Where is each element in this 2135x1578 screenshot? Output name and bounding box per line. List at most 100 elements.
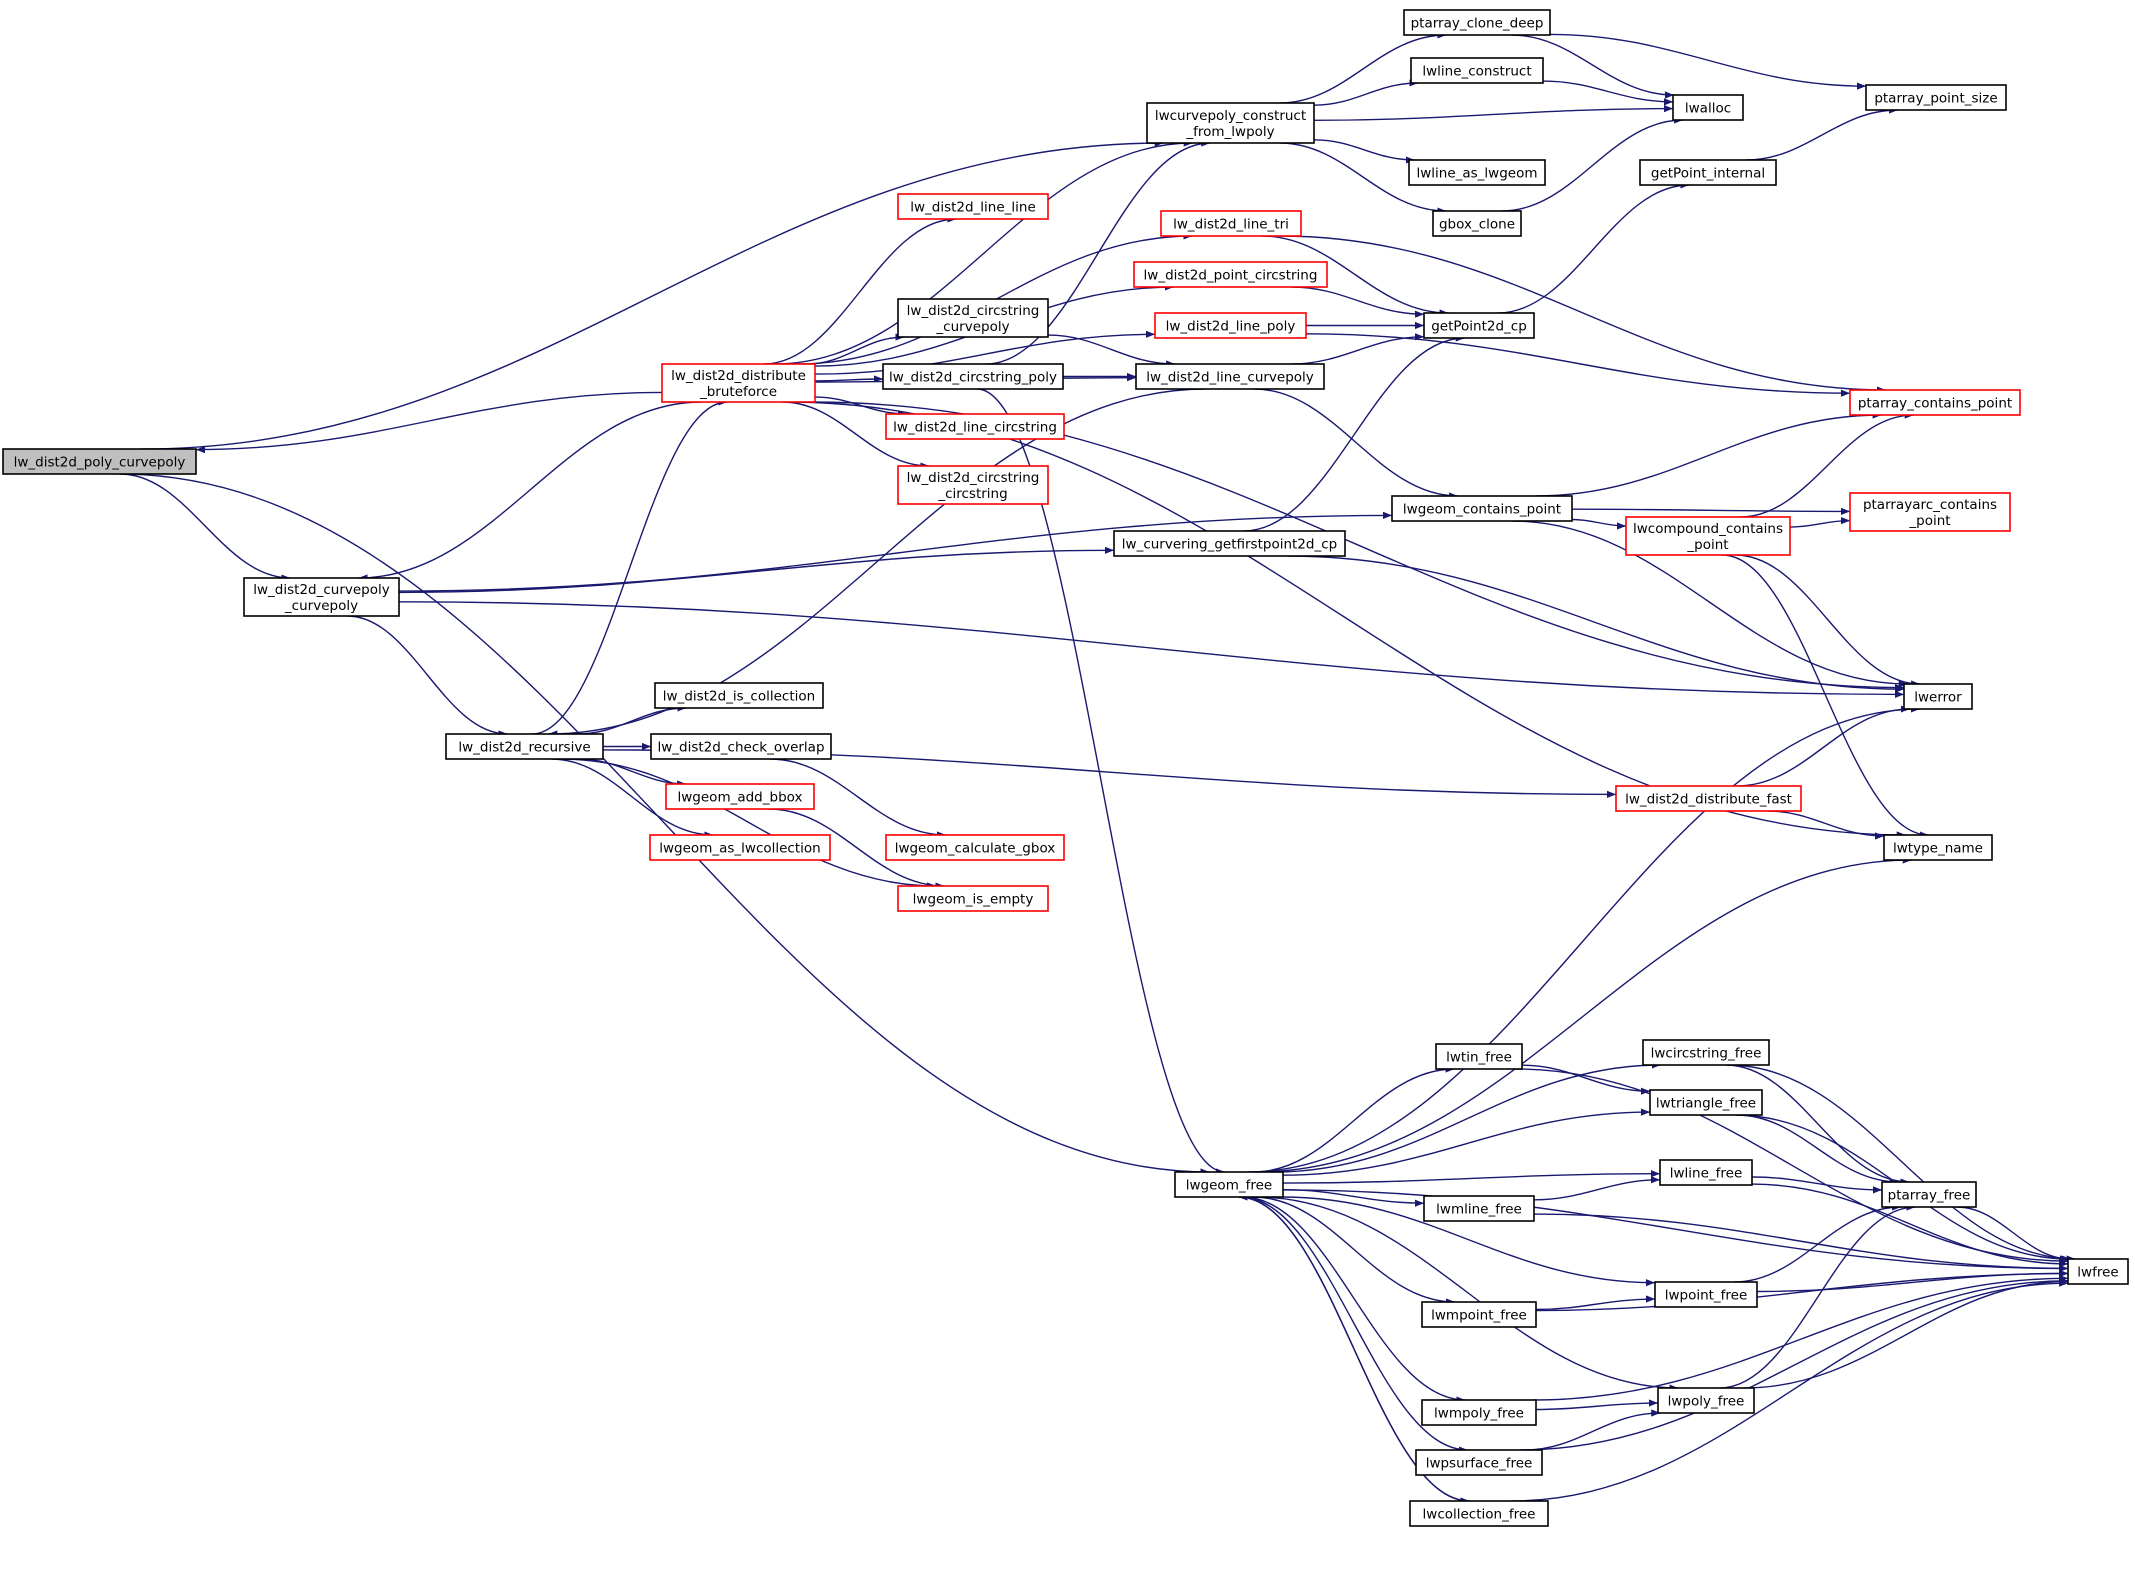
edge-add-bbox-to-is-empty	[768, 808, 945, 890]
node-point-circ[interactable]: lw_dist2d_point_circstring	[1133, 261, 1328, 288]
node-lwcollection-free[interactable]: lwcollection_free	[1409, 1500, 1549, 1527]
node-dist-brute[interactable]: lw_dist2d_distribute_bruteforce	[661, 363, 816, 403]
node-lwgeom-free[interactable]: lwgeom_free	[1174, 1171, 1284, 1198]
node-add-bbox[interactable]: lwgeom_add_bbox	[665, 783, 815, 810]
node-line-tri[interactable]: lw_dist2d_line_tri	[1160, 210, 1302, 237]
node-box	[1435, 1043, 1523, 1070]
node-lwmpoly-free[interactable]: lwmpoly_free	[1421, 1399, 1537, 1426]
edge-dist-brute-to-circ-circ	[782, 401, 930, 470]
node-circ-circ[interactable]: lw_dist2d_circstring_circstring	[897, 465, 1049, 505]
edge-lwcollection-free-to-lwfree	[1510, 1279, 2069, 1502]
edge-recursive-to-dist-brute	[531, 398, 728, 735]
node-box	[1672, 94, 1744, 121]
node-box	[1391, 495, 1573, 522]
edge-lwline-free-to-lwfree	[1751, 1183, 2069, 1268]
node-as-lwcollection[interactable]: lwgeom_as_lwcollection	[649, 834, 831, 861]
edge-lwcircstring-free-to-lwfree	[1728, 1064, 2076, 1263]
node-label: getPoint_internal	[1651, 166, 1765, 182]
edge-line-curvepoly-to-lwgeom-contains-point	[1253, 388, 1459, 500]
edge-lwpsurface-free-to-lwfree	[1519, 1277, 2069, 1451]
node-lwtin-free[interactable]: lwtin_free	[1435, 1043, 1523, 1070]
node-root[interactable]: lw_dist2d_poly_curvepoly	[2, 448, 197, 475]
edge-lwpoly-free-to-ptarray-free	[1719, 1203, 1916, 1389]
edge-lwmline-free-to-lwline-free	[1533, 1176, 1661, 1201]
node-label: lwline_free	[1670, 1166, 1743, 1182]
node-label: ptarray_point_size	[1874, 91, 1997, 107]
node-line-curvepoly[interactable]: lw_dist2d_line_curvepoly	[1135, 363, 1325, 390]
edge-recursive-to-as-lwcollection	[551, 758, 714, 839]
node-label: ptarray_free	[1888, 1188, 1971, 1204]
node-is-empty[interactable]: lwgeom_is_empty	[897, 885, 1049, 912]
node-box	[882, 363, 1064, 390]
node-lwpsurface-free[interactable]: lwpsurface_free	[1415, 1449, 1543, 1476]
node-recursive[interactable]: lw_dist2d_recursive	[445, 733, 604, 760]
node-box	[1409, 1500, 1549, 1527]
node-ptarray-contains-point[interactable]: ptarray_contains_point	[1849, 389, 2021, 416]
node-label: lw_dist2d_circstring	[907, 470, 1040, 486]
node-circ-poly[interactable]: lw_dist2d_circstring_poly	[882, 363, 1064, 390]
edge-getfirstpoint-to-getpoint2d-cp	[1243, 334, 1465, 532]
node-label: lw_dist2d_poly_curvepoly	[14, 455, 186, 471]
node-calculate-gbox[interactable]: lwgeom_calculate_gbox	[885, 834, 1065, 861]
node-lwalloc[interactable]: lwalloc	[1672, 94, 1744, 121]
node-curvepoly-cp[interactable]: lw_dist2d_curvepoly_curvepoly	[243, 577, 400, 617]
node-lwline-construct[interactable]: lwline_construct	[1410, 57, 1544, 84]
node-lwgeom-contains-point[interactable]: lwgeom_contains_point	[1391, 495, 1573, 522]
node-label: lwpoint_free	[1665, 1288, 1748, 1304]
node-label: lw_dist2d_line_line	[910, 200, 1036, 216]
edge-lwcompound-contains-to-ptarray-contains-point	[1740, 411, 1914, 518]
node-line-poly[interactable]: lw_dist2d_line_poly	[1154, 312, 1307, 339]
edge-lwline-free-to-ptarray-free	[1751, 1176, 1883, 1194]
node-getpoint-internal[interactable]: getPoint_internal	[1639, 159, 1777, 186]
node-box	[897, 885, 1049, 912]
node-lwcompound-contains[interactable]: lwcompound_contains_point	[1625, 516, 1791, 556]
node-ptarray-point-size[interactable]: ptarray_point_size	[1865, 84, 2007, 111]
edge-getfirstpoint-to-lwerror	[1287, 555, 1905, 693]
edge-dist-brute-to-curvepoly-construct	[774, 139, 1193, 365]
node-box	[1883, 834, 1993, 861]
node-ptarray-free[interactable]: ptarray_free	[1881, 1181, 1977, 1208]
edge-lwgeom-free-to-lwtriangle-free	[1282, 1108, 1651, 1176]
edge-lwcompound-contains-to-lwtype-name	[1721, 554, 1929, 839]
node-lwtype-name[interactable]: lwtype_name	[1883, 834, 1993, 861]
node-box	[650, 733, 832, 760]
node-lwtriangle-free[interactable]: lwtriangle_free	[1649, 1089, 1763, 1116]
node-lwline-free[interactable]: lwline_free	[1659, 1159, 1753, 1186]
node-box	[1654, 1281, 1758, 1308]
node-line-line[interactable]: lw_dist2d_line_line	[897, 193, 1049, 220]
node-curvepoly-construct[interactable]: lwcurvepoly_construct_from_lwpoly	[1146, 102, 1315, 144]
edge-lwmpoint-free-to-lwpoint-free	[1535, 1295, 1656, 1311]
edge-circ-curvepoly-to-line-curvepoly	[1047, 334, 1176, 368]
edge-ptarray-clone-deep-to-ptarray-point-size	[1549, 33, 1867, 90]
edge-curvepoly-cp-to-lwgeom-contains-point	[398, 511, 1393, 592]
node-gbox-clone[interactable]: gbox_clone	[1432, 210, 1522, 237]
node-getfirstpoint[interactable]: lw_curvering_getfirstpoint2d_cp	[1113, 530, 1346, 557]
node-distribute-fast[interactable]: lw_dist2d_distribute_fast	[1615, 785, 1802, 812]
node-ptarrayarc-contains[interactable]: ptarrayarc_contains_point	[1849, 492, 2011, 532]
node-lwmline-free[interactable]: lwmline_free	[1423, 1195, 1535, 1222]
edge-lwgeom-contains-point-to-ptarray-contains-point	[1535, 411, 1882, 497]
edge-circ-poly-to-curvepoly-construct	[985, 139, 1211, 365]
node-lwpoint-free[interactable]: lwpoint_free	[1654, 1281, 1758, 1308]
node-lwline-as-lwgeom[interactable]: lwline_as_lwgeom	[1408, 159, 1546, 186]
node-lwfree[interactable]: lwfree	[2067, 1258, 2129, 1285]
edge-curvepoly-cp-to-lwerror	[398, 601, 1905, 698]
node-check-overlap[interactable]: lw_dist2d_check_overlap	[650, 733, 832, 760]
node-ptarray-clone-deep[interactable]: ptarray_clone_deep	[1403, 9, 1551, 36]
node-box	[1410, 57, 1544, 84]
node-box	[897, 465, 1049, 505]
node-lwerror[interactable]: lwerror	[1903, 683, 1973, 710]
node-label: lwgeom_contains_point	[1403, 502, 1561, 518]
node-is-collection[interactable]: lw_dist2d_is_collection	[654, 682, 824, 709]
node-label: lw_dist2d_is_collection	[663, 689, 815, 705]
edge-lwgeom-contains-point-to-ptarrayarc-contains	[1571, 507, 1851, 515]
node-line-circ[interactable]: lw_dist2d_line_circstring	[885, 413, 1065, 440]
node-label: lwcircstring_free	[1651, 1046, 1762, 1062]
node-lwpoly-free[interactable]: lwpoly_free	[1657, 1387, 1755, 1414]
node-lwcircstring-free[interactable]: lwcircstring_free	[1642, 1039, 1770, 1066]
node-getpoint2d-cp[interactable]: getPoint2d_cp	[1423, 312, 1535, 339]
node-circ-curvepoly[interactable]: lw_dist2d_circstring_curvepoly	[897, 298, 1049, 338]
edge-lwgeom-free-to-lwcircstring-free	[1274, 1061, 1661, 1173]
node-lwmpoint-free[interactable]: lwmpoint_free	[1421, 1301, 1537, 1328]
